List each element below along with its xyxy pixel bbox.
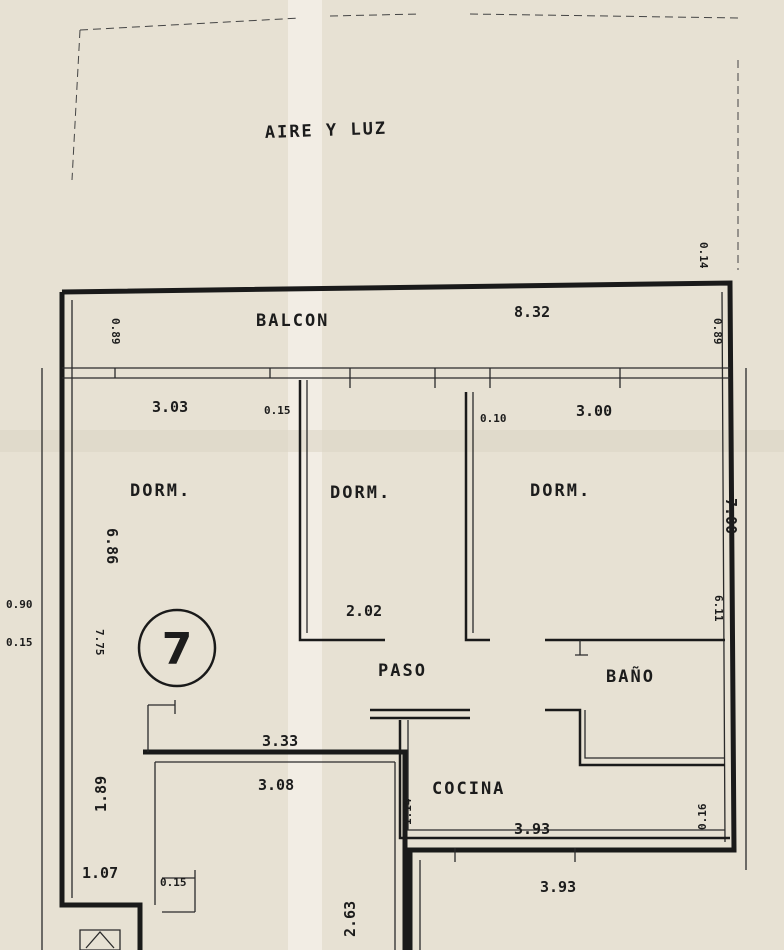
bath-kitchen-wall (545, 708, 725, 767)
paper-fold-horizontal (0, 430, 784, 452)
paso-label: PASO (378, 661, 427, 681)
balcony-window-line (62, 367, 730, 379)
paso-kitchen-wall (370, 708, 470, 720)
cocina-label: COCINA (432, 779, 505, 799)
dorm-3-label: DORM. (530, 481, 591, 501)
paper-fold-vertical (288, 0, 322, 950)
outer-wall-inner-line (71, 291, 726, 898)
balcon-label: BALCON (256, 311, 329, 331)
dim-left-090: 0.90 (6, 598, 33, 611)
dim-left-775: 7.75 (93, 629, 106, 656)
dim-cocina-393: 3.93 (514, 820, 550, 838)
dim-paso-202: 2.02 (346, 602, 382, 620)
dorm-2-label: DORM. (330, 483, 391, 503)
dim-cocina-114: 1.14 (401, 798, 414, 825)
aire-y-luz-label: AIRE Y LUZ (264, 119, 387, 143)
dim-bottom-263: 2.63 (341, 901, 359, 937)
outer-guide-lines (41, 368, 747, 950)
dim-balcon-left: 0.89 (109, 318, 122, 345)
dim-dorm1-width: 3.03 (152, 398, 188, 416)
dim-bottom-015: 0.15 (160, 876, 187, 889)
bath-wall-inner (584, 710, 725, 759)
dim-dorm3-width: 3.00 (576, 402, 612, 420)
lower-room-door (147, 700, 176, 752)
unit-number: 7 (162, 624, 193, 675)
lower-room-step (162, 870, 196, 913)
dim-wall-015: 0.15 (264, 404, 291, 417)
dim-balcon-right: 0.89 (711, 318, 724, 345)
dim-right-611: 6.11 (712, 595, 725, 622)
lot-top-guide (79, 13, 741, 31)
dorm-1-label: DORM. (130, 481, 191, 501)
dim-left-015: 0.15 (6, 636, 33, 649)
unit-number-circle (137, 608, 217, 688)
dim-left-686: 6.86 (103, 528, 121, 564)
kitchen-walls-inner (407, 720, 725, 831)
outer-wall (61, 280, 737, 950)
dim-wall-010: 0.10 (480, 412, 507, 425)
kitchen-walls (398, 720, 730, 840)
dim-lower-393: 3.93 (540, 878, 576, 896)
bath-door-jamb (575, 640, 588, 656)
bano-label: BAÑO (606, 664, 655, 687)
stair-symbol (79, 929, 121, 950)
dim-right-700: 7.00 (722, 498, 740, 534)
dim-right-016: 0.16 (696, 803, 709, 830)
window-mullions (114, 368, 621, 388)
outer-wall-left (59, 292, 143, 950)
lower-room-wall (143, 749, 408, 950)
dorm2-dorm3-wall (464, 392, 490, 642)
dim-kitchen-308: 3.08 (258, 776, 294, 794)
dim-balcon-width: 8.32 (514, 303, 550, 321)
dim-bottom-107: 1.07 (82, 864, 118, 882)
dim-wall-top-right: 0.14 (697, 242, 710, 269)
dim-left-189: 1.89 (92, 776, 110, 812)
lower-room-wall-inner (154, 761, 396, 950)
dorm1-dorm2-wall (298, 380, 385, 642)
lower-right-lines (419, 848, 576, 950)
dim-kitchen-333: 3.33 (262, 732, 298, 750)
